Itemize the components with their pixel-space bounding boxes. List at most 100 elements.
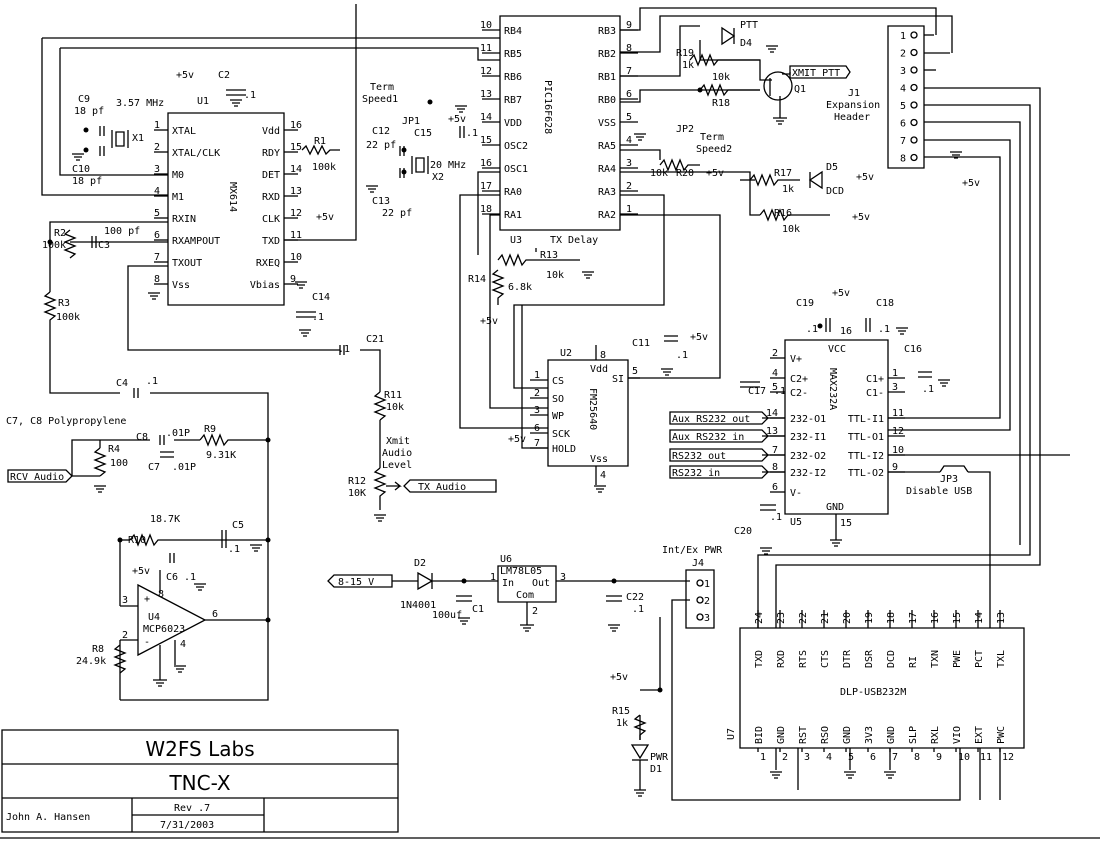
- aux-rs232-in: Aux RS232 in: [672, 432, 744, 443]
- r19-value: 1k: [682, 60, 694, 71]
- r20-vcc: +5v: [706, 168, 724, 179]
- u7-pin-name: BID: [754, 726, 765, 744]
- j1-pin: [911, 137, 917, 143]
- u3-chip: U3 PIC16F628 RB410RB511RB612RB713VDD14OS…: [480, 16, 638, 246]
- flags: [8, 66, 968, 587]
- u3-pin-num: 4: [626, 135, 632, 146]
- wires: [42, 4, 1070, 800]
- r12-label: R12: [348, 476, 366, 487]
- u3-pin-num: 5: [626, 112, 632, 123]
- term2b-label: Speed2: [696, 144, 732, 155]
- c8-value: .01P: [166, 428, 190, 439]
- u5-pin-num: 15: [840, 518, 852, 529]
- u3-pin-name: RB2: [598, 49, 616, 60]
- u7-pin-num: 8: [914, 752, 920, 763]
- c6-value: .1: [184, 572, 196, 583]
- u3-pin-num: 18: [480, 204, 492, 215]
- u7-pin-num: 15: [952, 612, 963, 624]
- u1-part: MX614: [227, 182, 238, 212]
- c21-label: C21: [366, 334, 384, 345]
- j1-pin: [911, 32, 917, 38]
- company-name: W2FS Labs: [145, 737, 254, 761]
- u1-pin-num: 9: [290, 274, 296, 285]
- svg-text:+: +: [144, 594, 150, 605]
- u3-pin-num: 7: [626, 66, 632, 77]
- svg-text:2: 2: [704, 596, 710, 607]
- u7-pin-num: 1: [760, 752, 766, 763]
- u6-out: Out: [532, 578, 550, 589]
- c17-label: C17: [748, 386, 766, 397]
- u1-pin-num: 6: [154, 230, 160, 241]
- u3-pin-name: RA5: [598, 141, 616, 152]
- u3-pin-name: RA0: [504, 187, 522, 198]
- u7-pin-name: DCD: [886, 650, 897, 668]
- c10-label: C10: [72, 164, 90, 175]
- u7-pin-name: RST: [798, 726, 809, 744]
- u5-pin-name: V-: [790, 488, 802, 499]
- c5-value: .1: [228, 544, 240, 555]
- author-name: John A. Hansen: [6, 812, 90, 823]
- u7-pin-name: 3V3: [864, 726, 875, 744]
- r14-value: 6.8k: [508, 282, 532, 293]
- u5-chip: U5 MAX232A V+2C2+4C2-5232-O114232-I11323…: [766, 326, 905, 540]
- c11-vcc: +5v: [690, 332, 708, 343]
- hold-vcc: +5v: [508, 434, 526, 445]
- d1-label: D1: [650, 764, 662, 775]
- u5-pin-num: 9: [892, 462, 898, 473]
- u2-pin-name: SCK: [552, 429, 570, 440]
- u5-pin-num: 7: [772, 445, 778, 456]
- u7-pin-name: DTR: [842, 649, 853, 668]
- jp1-label: JP1: [402, 116, 420, 127]
- c22-label: C22: [626, 592, 644, 603]
- c17-value: .1: [774, 386, 786, 397]
- u5-part: MAX232A: [827, 368, 838, 410]
- r4-value: 100: [110, 458, 128, 469]
- u7-pin-name: RSO: [820, 726, 831, 744]
- component-labels: C9 18 pf 3.57 MHz X1 C10 18 pf +5v C2 .1…: [6, 20, 980, 775]
- u7-pin-num: 6: [870, 752, 876, 763]
- j1-pin: [911, 50, 917, 56]
- u3-pin-num: 12: [480, 66, 492, 77]
- u3-pin-num: 6: [626, 89, 632, 100]
- u3-pin-num: 2: [626, 181, 632, 192]
- u7-pin-num: 13: [996, 612, 1007, 624]
- u1-pin-num: 12: [290, 208, 302, 219]
- u1-pin-name: RXEQ: [256, 258, 280, 269]
- u2-pin-name: HOLD: [552, 444, 576, 455]
- u3-pin-name: VDD: [504, 118, 522, 129]
- u7-pin-num: 18: [886, 612, 897, 624]
- c4-label: C4: [116, 378, 128, 389]
- u2-pin-name: WP: [552, 411, 564, 422]
- u2-pin-name: SI: [612, 374, 624, 385]
- j1-pin-num: 5: [900, 101, 906, 112]
- u7-pin-num: 20: [842, 612, 853, 624]
- u3-pin-name: RB7: [504, 95, 522, 106]
- u7-pin-name: TXN: [930, 650, 941, 668]
- u2-pin-name: SO: [552, 394, 564, 405]
- u7-pin-name: PWE: [952, 650, 963, 668]
- rcv-audio-label: RCV Audio: [10, 472, 64, 483]
- c9-label: C9: [78, 94, 90, 105]
- c3-label: C3: [98, 240, 110, 251]
- svg-text:1: 1: [490, 572, 496, 583]
- u7-pin-name: TXL: [996, 650, 1007, 668]
- u7-ref: U7: [726, 728, 737, 740]
- u1-pin-name: XTAL: [172, 126, 196, 137]
- u5-pin-num: 1: [892, 368, 898, 379]
- c11-value: .1: [676, 350, 688, 361]
- r2-label: R2: [54, 228, 66, 239]
- j1-pin-num: 4: [900, 84, 906, 95]
- d2-label: D2: [414, 558, 426, 569]
- project-name: TNC-X: [168, 771, 230, 795]
- u5-pin-name: C2+: [790, 374, 808, 385]
- svg-text:2: 2: [122, 630, 128, 641]
- svg-text:4: 4: [180, 639, 186, 650]
- c1-value: 100uf: [432, 610, 462, 621]
- resistors: [45, 55, 830, 740]
- c19-value: .1: [806, 324, 818, 335]
- u2-pin-num: 7: [534, 438, 540, 449]
- q1-label: Q1: [794, 84, 806, 95]
- u5-pin-num: 14: [766, 408, 778, 419]
- c3-value: 100 pf: [104, 226, 140, 237]
